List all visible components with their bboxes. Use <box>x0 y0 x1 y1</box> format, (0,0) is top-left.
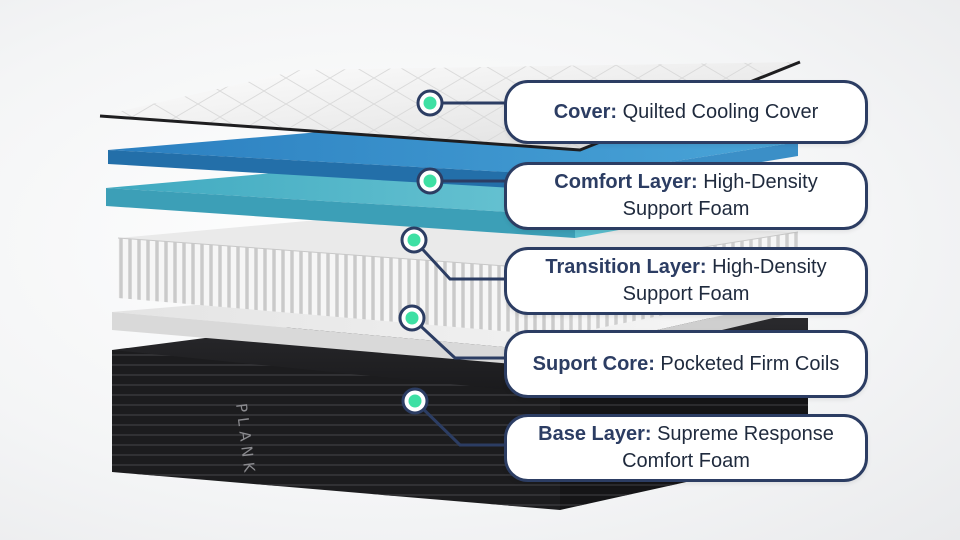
connector-support <box>410 316 505 360</box>
label-comfort-title: Comfort Layer: <box>554 171 698 193</box>
label-transition-desc: High-Density Support Foam <box>622 256 827 305</box>
marker-dot-transition <box>400 226 428 254</box>
label-base-title: Base Layer: <box>538 423 652 445</box>
label-support-core: Suport Core: Pocketed Firm Coils <box>504 330 868 398</box>
marker-dots <box>398 89 444 415</box>
marker-dot-cover <box>416 89 444 117</box>
label-cover-title: Cover: <box>553 100 618 123</box>
connector-base <box>413 399 505 447</box>
marker-dot-comfort <box>416 167 444 195</box>
marker-dot-base <box>401 387 429 415</box>
label-transition-layer: Transition Layer: High-Density Support F… <box>504 247 868 315</box>
label-cover-desc: Quilted Cooling Cover <box>622 100 819 123</box>
marker-dot-support <box>398 304 426 332</box>
label-base-desc: Supreme Response Comfort Foam <box>622 423 834 472</box>
label-transition-title: Transition Layer: <box>545 256 707 278</box>
connector-transition <box>412 238 505 281</box>
label-support-title: Suport Core: <box>532 352 655 375</box>
label-comfort-desc: High-Density Support Foam <box>622 171 818 220</box>
label-cover: Cover: Quilted Cooling Cover <box>504 80 868 144</box>
label-support-desc: Pocketed Firm Coils <box>660 352 840 375</box>
connector-lines <box>410 101 505 447</box>
label-base-layer: Base Layer: Supreme Response Comfort Foa… <box>504 414 868 482</box>
label-comfort-layer: Comfort Layer: High-Density Support Foam <box>504 162 868 230</box>
